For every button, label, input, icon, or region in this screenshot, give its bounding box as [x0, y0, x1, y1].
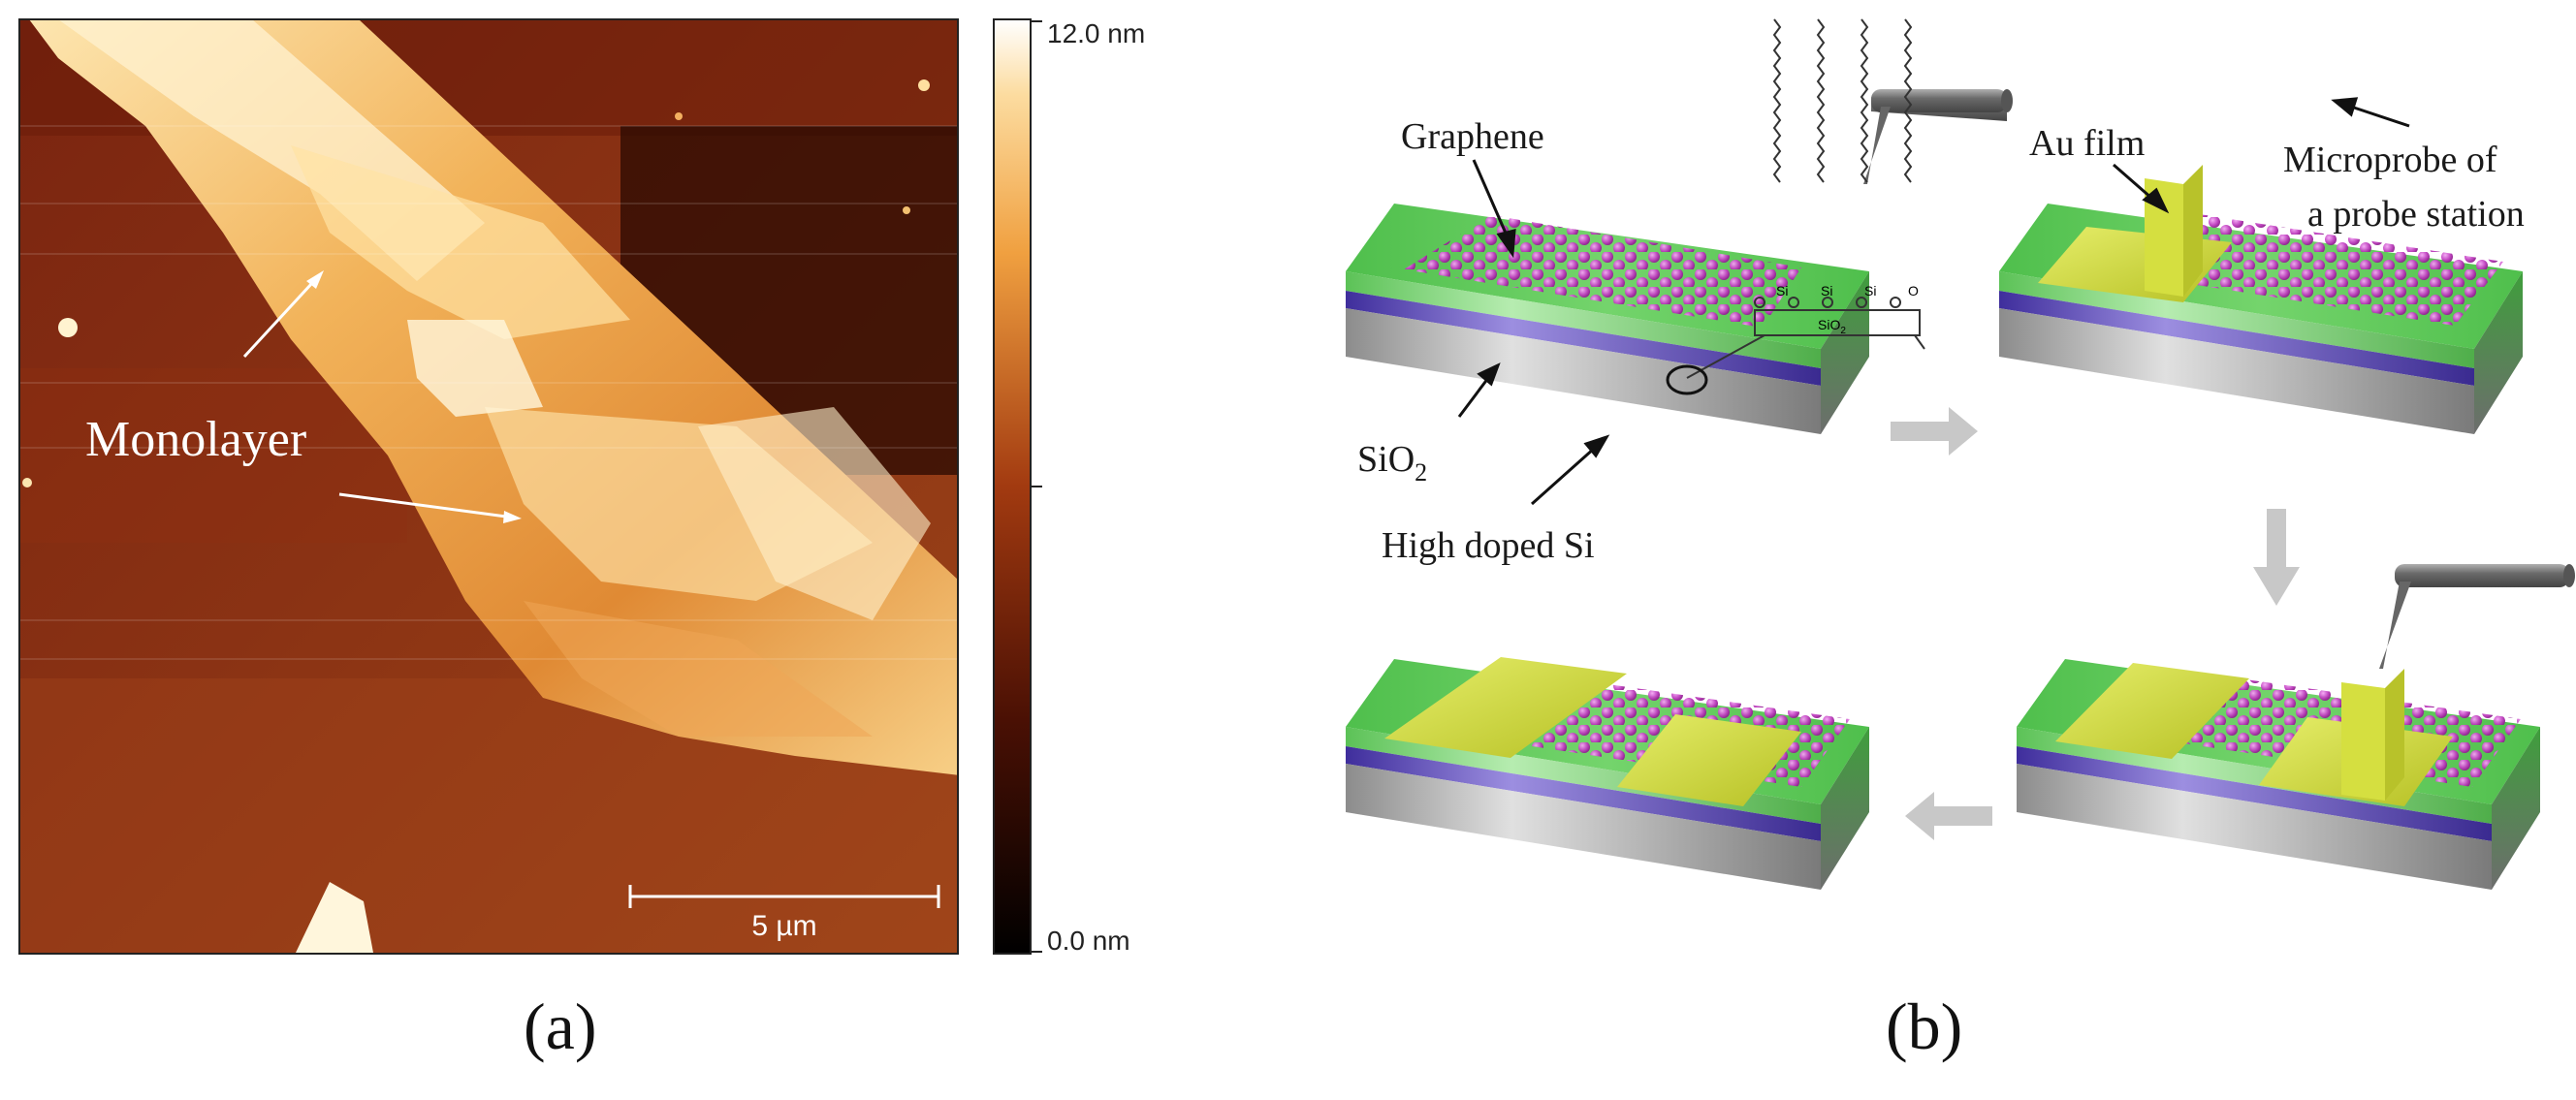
high-doped-si-label: High doped Si [1382, 525, 1595, 566]
inset-sio2-label: SiO2 [1818, 317, 1846, 336]
microprobe-pointer [2350, 105, 2410, 128]
monolayer-arrow-lower [338, 492, 522, 523]
monolayer-label: Monolayer [85, 412, 306, 467]
si-pointer [1531, 446, 1596, 506]
afm-image: Monolayer 5 µm 12.0 nm 0.0 nm [18, 18, 1145, 956]
flow-arrow-down [2253, 509, 2300, 606]
graphene-pointer [1472, 159, 1510, 238]
wafer-step4 [1346, 657, 1869, 890]
graphene-label: Graphene [1401, 116, 1544, 157]
scale-bar [628, 885, 940, 908]
flow-arrow-right [1891, 407, 1978, 456]
microprobe-step2 [1863, 89, 2013, 184]
wafer-step1 [1346, 204, 1869, 434]
microprobe-label-line1: Microprobe of [2283, 140, 2497, 180]
inset-si-label-3: Si [1864, 283, 1876, 299]
panel-b-label: (b) [1886, 990, 1963, 1063]
inset-callout-ring [1666, 364, 1708, 395]
inset-o-label: O [1908, 283, 1919, 299]
wafer-step3 [2017, 659, 2540, 890]
sio2-label: SiO2 [1357, 439, 1427, 487]
sio2-pointer [1457, 377, 1490, 418]
scale-bar-label: 5 µm [751, 910, 816, 942]
monolayer-arrow-upper [242, 270, 324, 359]
microprobe-step3 [2379, 564, 2575, 669]
inset-si-label-1: Si [1776, 283, 1788, 299]
au-film-pointer [2113, 163, 2153, 201]
panel-a-label: (a) [524, 990, 597, 1063]
fabrication-schematic: Si Si Si O SiO2 Graphene SiO2 High doped… [1346, 18, 2575, 890]
au-film-label: Au film [2029, 123, 2145, 164]
flow-arrow-left [1905, 792, 1992, 840]
wafer-step2 [1999, 165, 2523, 434]
inset-si-label-2: Si [1821, 283, 1832, 299]
height-colorbar [993, 18, 1032, 955]
colorbar-max-label: 12.0 nm [1047, 18, 1145, 48]
microprobe-label-line2: a probe station [2307, 194, 2525, 235]
colorbar-min-label: 0.0 nm [1047, 926, 1130, 956]
